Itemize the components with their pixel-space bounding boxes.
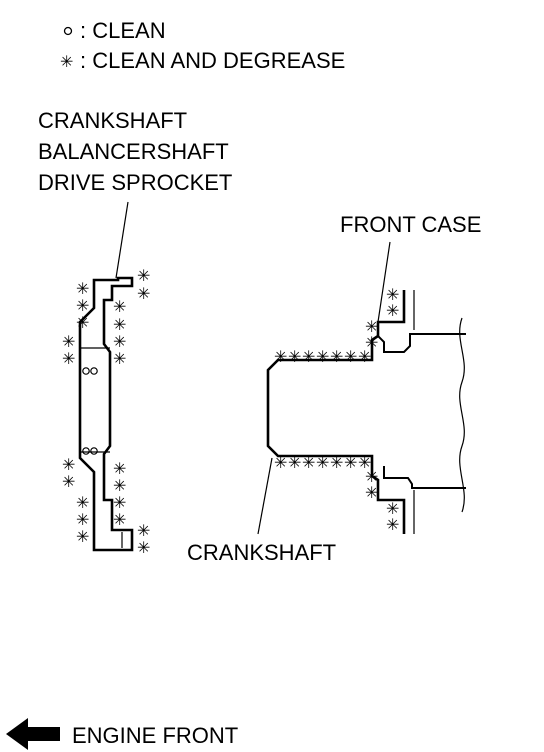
degrease-mark-icon: ✳ [76, 510, 89, 529]
legend-clean-text: : CLEAN [80, 18, 166, 43]
degrease-mark-icon: ✳ [365, 317, 378, 336]
degrease-mark-icon: ✳ [302, 453, 315, 472]
degrease-mark-icon: ✳ [316, 453, 329, 472]
sprocket-label: CRANKSHAFT BALANCERSHAFT DRIVE SPROCKET [38, 108, 232, 279]
break-line [459, 317, 465, 513]
degrease-mark-icon: ✳ [62, 455, 75, 474]
degrease-symbol-icon: ✳ [60, 52, 73, 71]
sprocket-label-line1: CRANKSHAFT [38, 108, 187, 133]
sprocket-cross-section [78, 276, 134, 552]
degrease-mark-icon: ✳ [137, 538, 150, 557]
clean-mark-icon [90, 367, 98, 375]
degrease-mark-icon: ✳ [113, 332, 126, 351]
degrease-mark-icon: ✳ [386, 515, 399, 534]
sprocket-label-line2: BALANCERSHAFT [38, 139, 229, 164]
degrease-mark-icon: ✳ [386, 499, 399, 518]
degrease-mark-icon: ✳ [62, 332, 75, 351]
degrease-mark-icon: ✳ [113, 297, 126, 316]
front-case-text: FRONT CASE [340, 212, 481, 237]
engine-front-text: ENGINE FRONT [72, 723, 238, 748]
degrease-mark-icon: ✳ [113, 459, 126, 478]
sprocket-leader-line [115, 201, 129, 279]
degrease-mark-icon: ✳ [113, 476, 126, 495]
degrease-mark-icon: ✳ [344, 347, 357, 366]
legend: : CLEAN ✳ : CLEAN AND DEGREASE [60, 18, 345, 73]
degrease-mark-icon: ✳ [386, 285, 399, 304]
degrease-mark-icon: ✳ [274, 347, 287, 366]
crankshaft-text: CRANKSHAFT [187, 540, 336, 565]
engine-front-indicator: ENGINE FRONT [6, 718, 238, 750]
clean-mark-icon [82, 447, 90, 455]
degrease-mark-icon: ✳ [137, 266, 150, 285]
degrease-mark-icon: ✳ [76, 313, 89, 332]
degrease-mark-icon: ✳ [113, 493, 126, 512]
degrease-mark-icon: ✳ [113, 349, 126, 368]
degrease-mark-icon: ✳ [302, 347, 315, 366]
crankshaft-label: CRANKSHAFT [187, 457, 336, 565]
degrease-mark-icon: ✳ [358, 453, 371, 472]
crankshaft-outline [266, 290, 406, 534]
degrease-mark-icon: ✳ [113, 510, 126, 529]
degrease-mark-icon: ✳ [344, 453, 357, 472]
degrease-mark-icon: ✳ [288, 453, 301, 472]
front-case-lower-edge [383, 466, 466, 489]
front-case-leader-line [377, 241, 391, 323]
degrease-mark-icon: ✳ [137, 284, 150, 303]
degrease-mark-icon: ✳ [386, 301, 399, 320]
degrease-mark-icon: ✳ [113, 315, 126, 334]
degrease-mark-icon: ✳ [76, 296, 89, 315]
degrease-mark-icon: ✳ [288, 347, 301, 366]
degrease-mark-icon: ✳ [365, 483, 378, 502]
degrease-mark-icon: ✳ [330, 347, 343, 366]
degrease-mark-icon: ✳ [316, 347, 329, 366]
degrease-mark-icon: ✳ [365, 467, 378, 486]
degrease-mark-icon: ✳ [365, 333, 378, 352]
legend-degrease-text: : CLEAN AND DEGREASE [80, 48, 345, 73]
crankshaft-cross-section [266, 290, 466, 534]
degrease-mark-icon: ✳ [274, 453, 287, 472]
front-case-upper-edge [377, 333, 466, 353]
degrease-mark-icon: ✳ [330, 453, 343, 472]
degrease-mark-icon: ✳ [137, 521, 150, 540]
clean-symbol-icon [63, 26, 73, 36]
sprocket-degrease-marks: ✳ ✳ ✳ ✳ ✳ ✳ ✳ ✳ ✳ ✳ ✳ ✳ ✳ ✳ ✳ ✳ ✳ ✳ ✳ ✳ … [62, 266, 150, 557]
degrease-mark-icon: ✳ [62, 349, 75, 368]
degrease-mark-icon: ✳ [62, 472, 75, 491]
degrease-mark-icon: ✳ [358, 347, 371, 366]
crankshaft-degrease-marks: ✳ ✳ ✳ ✳ ✳ ✳ ✳ ✳ ✳ ✳ ✳ ✳ ✳ ✳ ✳ ✳ ✳ ✳ ✳ ✳ … [274, 285, 399, 534]
front-case-label: FRONT CASE [340, 212, 481, 323]
left-arrow-icon [6, 718, 60, 750]
clean-mark-icon [90, 447, 98, 455]
sprocket-outline [78, 276, 134, 552]
degrease-mark-icon: ✳ [76, 279, 89, 298]
clean-mark-icon [82, 367, 90, 375]
degrease-mark-icon: ✳ [76, 527, 89, 546]
degrease-mark-icon: ✳ [76, 493, 89, 512]
sprocket-label-line3: DRIVE SPROCKET [38, 170, 232, 195]
crankshaft-leader-line [257, 457, 273, 535]
